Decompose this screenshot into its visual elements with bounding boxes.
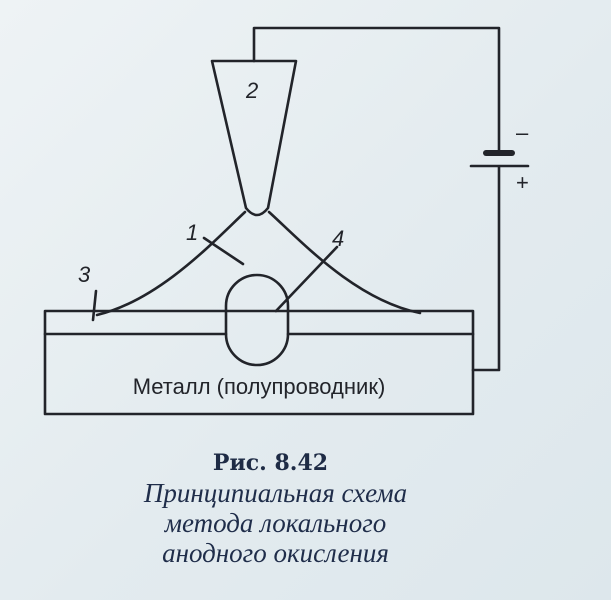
figure-number: Рис. 8.42 xyxy=(212,450,329,476)
leader-line-3 xyxy=(91,289,98,322)
probe-tip xyxy=(210,59,298,217)
substrate-block xyxy=(43,309,475,416)
label-probe: 2 xyxy=(245,78,258,103)
label-oxide: 4 xyxy=(332,226,344,251)
leader-line-1 xyxy=(202,236,245,266)
battery-negative-sign: – xyxy=(516,120,529,145)
battery-positive-sign: + xyxy=(516,170,529,195)
wire-top xyxy=(252,26,501,152)
caption-line-3: анодного окисления xyxy=(162,538,389,568)
label-meniscus: 1 xyxy=(186,220,198,245)
oxide-bump xyxy=(224,273,290,367)
caption-line-2: метода локального xyxy=(164,508,387,538)
leader-line-4 xyxy=(274,245,339,313)
wire-bottom xyxy=(471,165,501,372)
water-meniscus xyxy=(95,210,422,317)
caption-line-1: Принципиальная схема xyxy=(143,478,408,508)
label-film: 3 xyxy=(78,262,91,287)
substrate-label: Металл (полупроводник) xyxy=(133,374,386,399)
figure-caption: Рис. 8.42 Принципиальная схема метода ло… xyxy=(0,448,611,568)
